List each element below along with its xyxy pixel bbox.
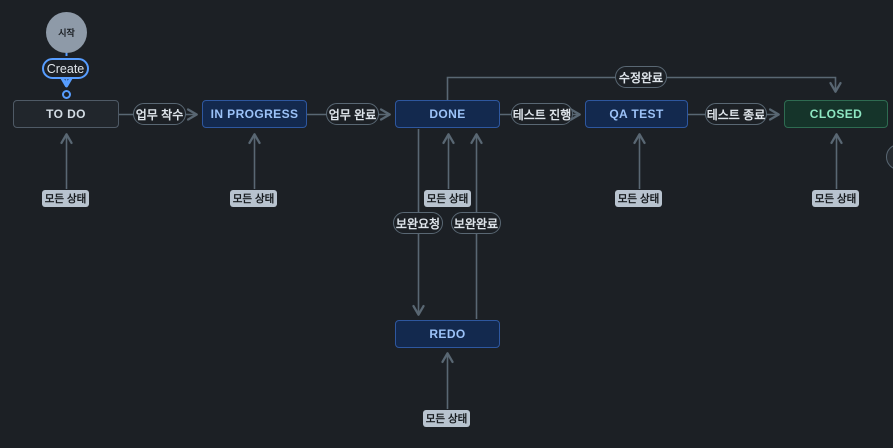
transition-rework-request[interactable]: 보완요청 bbox=[393, 212, 443, 234]
status-in-progress[interactable]: IN PROGRESS bbox=[202, 100, 307, 128]
start-node: 시작 bbox=[46, 12, 87, 53]
all-statuses-chip-in-progress[interactable]: 모든 상태 bbox=[230, 190, 277, 207]
status-closed[interactable]: CLOSED bbox=[784, 100, 888, 128]
status-qa-test[interactable]: QA TEST bbox=[585, 100, 688, 128]
status-done[interactable]: DONE bbox=[395, 100, 500, 128]
status-redo[interactable]: REDO bbox=[395, 320, 500, 348]
status-todo[interactable]: TO DO bbox=[13, 100, 119, 128]
transition-work-start[interactable]: 업무 착수 bbox=[133, 103, 186, 125]
transition-test-end[interactable]: 테스트 종료 bbox=[705, 103, 767, 125]
all-statuses-chip-done[interactable]: 모든 상태 bbox=[424, 190, 471, 207]
transition-rework-complete[interactable]: 보완완료 bbox=[451, 212, 501, 234]
all-statuses-chip-closed[interactable]: 모든 상태 bbox=[812, 190, 859, 207]
transition-create[interactable]: Create bbox=[42, 58, 89, 79]
transition-test-start[interactable]: 테스트 진행 bbox=[511, 103, 573, 125]
all-statuses-chip-redo[interactable]: 모든 상태 bbox=[423, 410, 470, 427]
all-statuses-chip-todo[interactable]: 모든 상태 bbox=[42, 190, 89, 207]
transition-fix-complete[interactable]: 수정완료 bbox=[615, 66, 667, 88]
transition-work-done[interactable]: 업무 완료 bbox=[326, 103, 379, 125]
all-statuses-chip-qa-test[interactable]: 모든 상태 bbox=[615, 190, 662, 207]
